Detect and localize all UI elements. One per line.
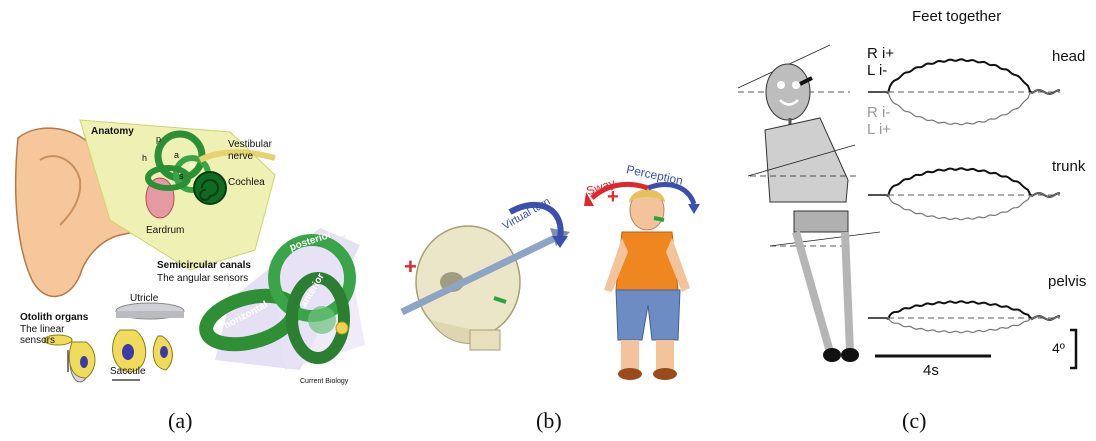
canal-letter-h: h bbox=[142, 153, 147, 163]
head-trace-black bbox=[868, 59, 1060, 94]
semicircular-canals-subtitle: The angular sensors bbox=[157, 273, 248, 284]
pelvis-trace-gray bbox=[868, 316, 1060, 333]
plus-marker-skull: + bbox=[404, 254, 417, 280]
semicircular-canals-title: Semicircular canals bbox=[157, 260, 251, 271]
eardrum-label: Eardrum bbox=[146, 225, 184, 236]
legend-gray-1: R i- bbox=[867, 104, 890, 121]
angle-scale-bar bbox=[1070, 330, 1076, 368]
caption-b: (b) bbox=[536, 408, 562, 434]
vestibular-nerve-label-1: Vestibular bbox=[228, 139, 272, 150]
legend-gray-2: L i+ bbox=[867, 121, 891, 138]
inner-ear-illustration bbox=[0, 0, 370, 441]
trace-label-head: head bbox=[1052, 48, 1085, 65]
otolith-organs-subtitle-2: sensors bbox=[20, 335, 55, 346]
panel-c: Feet together R i+ L i- R i- L i+ head t… bbox=[730, 0, 1096, 441]
legend-black-2: L i- bbox=[867, 62, 887, 79]
cochlea-label: Cochlea bbox=[228, 177, 265, 188]
caption-a: (a) bbox=[168, 408, 192, 434]
otolith-organs-title: Otolith organs bbox=[20, 312, 88, 323]
sway-recordings-figure bbox=[730, 0, 1096, 441]
canal-letter-p: p bbox=[156, 134, 161, 144]
cochlea-shape bbox=[194, 172, 226, 204]
trunk-trace-black bbox=[868, 168, 1060, 197]
sway-traces bbox=[868, 59, 1060, 332]
panel-b: + + Virtual turn Sway Perception bbox=[390, 0, 720, 441]
figure-title: Feet together bbox=[912, 8, 1001, 25]
otolith-organs-subtitle-1: The linear bbox=[20, 324, 64, 335]
time-scale-label: 4s bbox=[923, 362, 939, 379]
virtual-turn-illustration bbox=[390, 0, 720, 441]
pelvis-trace-black bbox=[868, 301, 1060, 320]
canal-letter-u: u bbox=[190, 160, 195, 170]
trace-label-trunk: trunk bbox=[1052, 158, 1085, 175]
panel-a: Anatomy p a h u s Vestibular nerve Cochl… bbox=[0, 0, 370, 441]
head-trace-gray bbox=[868, 90, 1060, 125]
caption-c: (c) bbox=[902, 408, 926, 434]
credit-label: Current Biology bbox=[300, 378, 348, 385]
utricle-label: Utricle bbox=[130, 293, 158, 304]
anatomy-label: Anatomy bbox=[91, 126, 134, 137]
legend-black-1: R i+ bbox=[867, 45, 894, 62]
saccule-label: Saccule bbox=[110, 366, 146, 377]
canal-letter-a: a bbox=[174, 150, 179, 160]
vestibular-nerve-label-2: nerve bbox=[228, 151, 253, 162]
canal-letter-s: s bbox=[179, 171, 184, 181]
mannequin-head bbox=[766, 64, 810, 120]
trace-label-pelvis: pelvis bbox=[1048, 273, 1086, 290]
angle-scale-label: 4º bbox=[1052, 340, 1065, 356]
trunk-trace-gray bbox=[868, 193, 1060, 220]
